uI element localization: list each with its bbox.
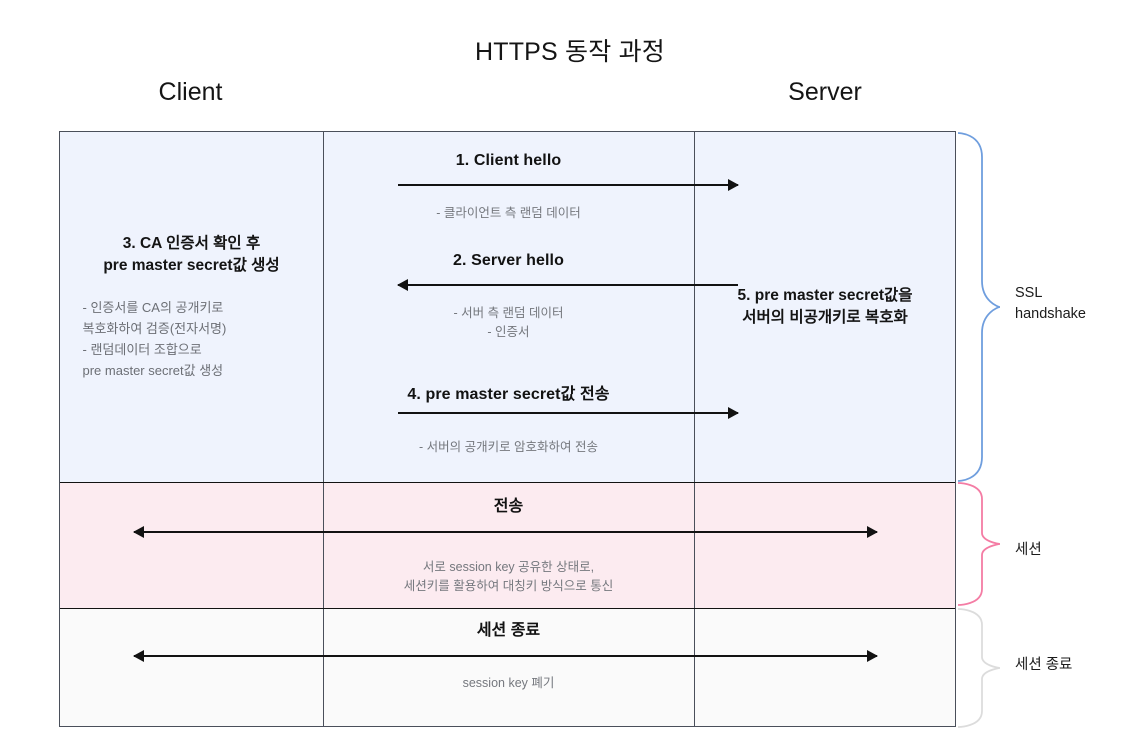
message-2-label: 2. Server hello bbox=[453, 252, 564, 269]
client-step3-details: - 인증서를 CA의 공개키로 복호화하여 검증(전자서명) - 랜덤데이터 조… bbox=[82, 299, 227, 379]
arrowhead-left-icon bbox=[133, 526, 144, 538]
brace-label-ssl-handshake: SSL handshake bbox=[1015, 285, 1086, 322]
arrow-server-to-client-2 bbox=[397, 279, 738, 291]
arrowhead-left-icon bbox=[133, 650, 144, 662]
server-column-cell: 5. pre master secret값을 서버의 비공개키로 복호화 bbox=[694, 132, 956, 482]
arrow-shaft bbox=[398, 284, 738, 286]
close-band-sub: session key 폐기 bbox=[462, 676, 555, 690]
arrow-client-to-server-4 bbox=[398, 407, 739, 419]
brace-session-icon bbox=[957, 482, 1001, 606]
message-2-sub: - 서버 측 랜덤 데이터 - 인증서 bbox=[453, 306, 564, 339]
brace-label-session-close: 세션 종료 bbox=[1015, 657, 1073, 673]
arrow-client-to-server-1 bbox=[398, 179, 739, 191]
band-separator-2 bbox=[60, 608, 955, 610]
arrowhead-right-icon bbox=[867, 526, 878, 538]
message-client-hello: 1. Client hello - 클라이언트 측 랜덤 데이터 bbox=[323, 152, 739, 223]
server-step5-title: 5. pre master secret값을 서버의 비공개키로 복호화 bbox=[737, 286, 913, 326]
sequence-diagram-frame: 3. CA 인증서 확인 후 pre master secret값 생성 - 인… bbox=[59, 131, 956, 727]
arrow-shaft bbox=[398, 184, 738, 186]
arrowhead-right-icon bbox=[728, 407, 739, 419]
message-4-label: 4. pre master secret값 전송 bbox=[407, 386, 610, 403]
message-1-sub: - 클라이언트 측 랜덤 데이터 bbox=[436, 206, 581, 220]
arrowhead-left-icon bbox=[397, 279, 408, 291]
arrow-bidirectional-close bbox=[133, 650, 878, 662]
arrowhead-right-icon bbox=[728, 179, 739, 191]
arrow-shaft bbox=[134, 655, 877, 657]
arrowhead-right-icon bbox=[867, 650, 878, 662]
session-band-content: 전송 서로 session key 공유한 상태로, 세션키를 활용하여 대칭키… bbox=[60, 482, 955, 608]
band-session-close bbox=[60, 608, 955, 726]
arrow-shaft bbox=[134, 531, 877, 533]
session-band-sub: 서로 session key 공유한 상태로, 세션키를 활용하여 대칭키 방식… bbox=[403, 560, 614, 594]
band-ssl-handshake bbox=[60, 132, 955, 482]
column-header-client: Client bbox=[158, 78, 223, 106]
session-band-title: 전송 bbox=[493, 498, 524, 515]
column-divider-left bbox=[323, 132, 325, 726]
column-header-server: Server bbox=[788, 78, 862, 106]
message-4-sub: - 서버의 공개키로 암호화하여 전송 bbox=[418, 440, 599, 454]
column-divider-right bbox=[694, 132, 696, 726]
brace-session-close-icon bbox=[957, 608, 1001, 728]
client-column-cell: 3. CA 인증서 확인 후 pre master secret값 생성 - 인… bbox=[60, 132, 323, 482]
close-band-content: 세션 종료 session key 폐기 bbox=[60, 608, 955, 726]
message-1-label: 1. Client hello bbox=[455, 152, 562, 169]
page-title: HTTPS 동작 과정 bbox=[474, 38, 666, 66]
arrow-bidirectional-session bbox=[133, 526, 878, 538]
brace-ssl-handshake-icon bbox=[957, 132, 1001, 482]
close-band-title: 세션 종료 bbox=[476, 622, 541, 639]
message-pre-master-secret: 4. pre master secret값 전송 - 서버의 공개키로 암호화하… bbox=[323, 380, 739, 457]
brace-label-session: 세션 bbox=[1015, 542, 1042, 558]
client-step3-title: 3. CA 인증서 확인 후 pre master secret값 생성 bbox=[103, 234, 280, 274]
arrow-shaft bbox=[398, 412, 738, 414]
band-session bbox=[60, 482, 955, 608]
message-server-hello: 2. Server hello - 서버 측 랜덤 데이터 - 인증서 bbox=[323, 252, 738, 342]
band-separator-1 bbox=[60, 482, 955, 484]
